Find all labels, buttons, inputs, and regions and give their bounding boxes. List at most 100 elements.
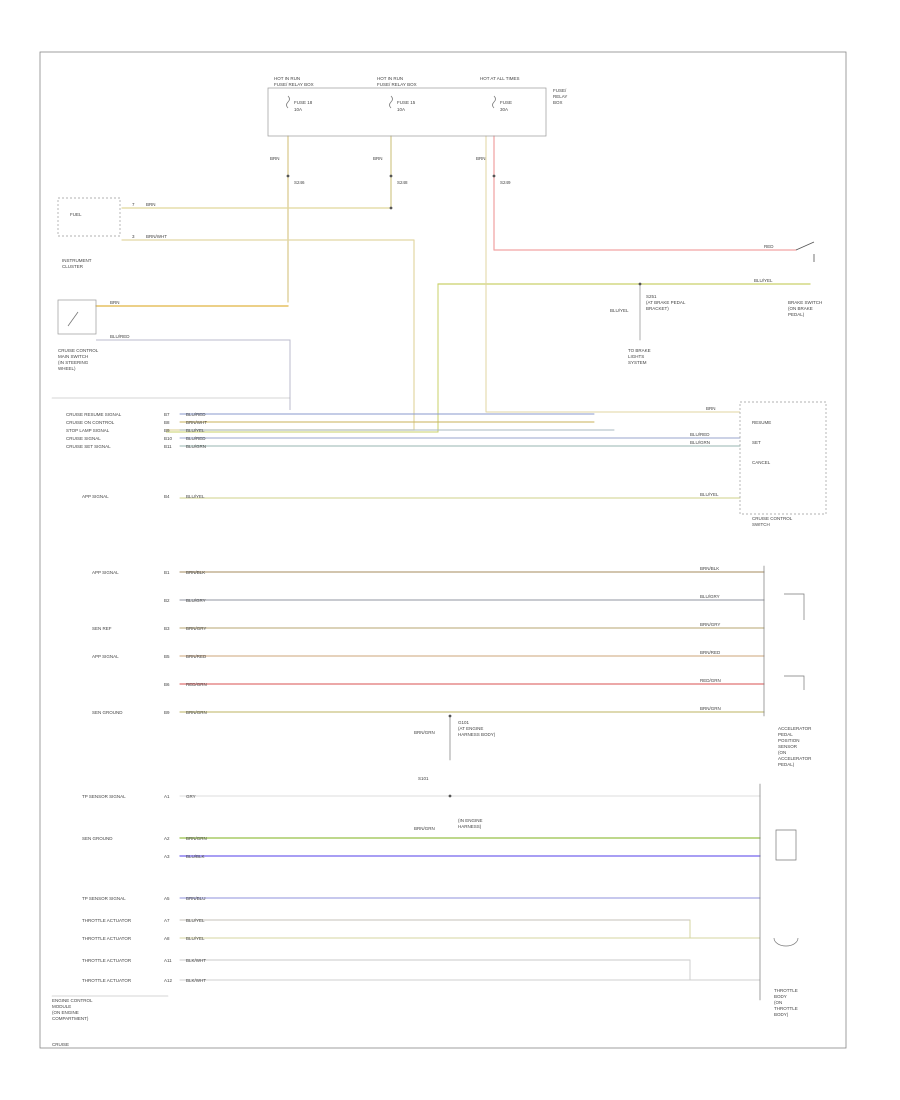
accel-sensor-label: PEDAL) bbox=[778, 762, 795, 767]
splice-note: BRACKET) bbox=[646, 306, 669, 311]
brake-switch-label: BRAKE SWITCH bbox=[788, 300, 822, 305]
wire-label: BRN/GRN bbox=[186, 836, 207, 841]
throttle-element-icon bbox=[773, 829, 799, 947]
cruise-main-switch-label: MAIN SWITCH bbox=[58, 354, 88, 359]
fuse-header: HOT AT ALL TIMES bbox=[480, 76, 520, 81]
fuse-relay-box bbox=[267, 87, 547, 137]
fuse-element-icon bbox=[286, 95, 290, 109]
cruise-input-label: CRUISE SIGNAL bbox=[66, 436, 101, 441]
instrument-cluster-gauge: FUEL bbox=[70, 212, 82, 217]
splice-note: HARNESS) bbox=[458, 824, 482, 829]
wire-label: BRN bbox=[146, 202, 156, 207]
wire-label: BLU/YEL bbox=[610, 308, 629, 313]
wire-label: BLU/YEL bbox=[186, 428, 205, 433]
wire-label: BRN/WHT bbox=[146, 234, 167, 239]
cruise-input-label: STOP LAMP SIGNAL bbox=[66, 428, 110, 433]
cruise-input-label: CRUISE RESUME SIGNAL bbox=[66, 412, 122, 417]
pin-label: B5 bbox=[164, 654, 170, 659]
throttle-body-label: THROTTLE bbox=[774, 1006, 798, 1011]
instrument-cluster-box bbox=[57, 197, 121, 237]
pin-label: B7 bbox=[164, 412, 170, 417]
splice-dot bbox=[448, 794, 452, 798]
wire-mainswitch-blured bbox=[96, 339, 291, 410]
ecm-label: COMPARTMENT) bbox=[52, 1016, 89, 1021]
cruise-main-switch-box bbox=[57, 299, 97, 335]
splice-dot bbox=[286, 174, 290, 178]
pin-label: A1 bbox=[164, 794, 170, 799]
cruise-input-label: CRUISE ON CONTROL bbox=[66, 420, 115, 425]
pin-label: A11 bbox=[164, 958, 172, 963]
pin-label: B6 bbox=[164, 682, 170, 687]
ground-note: (AT ENGINE bbox=[458, 726, 483, 731]
splice-dot bbox=[638, 282, 642, 286]
cruise-control-switch-label: SWITCH bbox=[752, 522, 770, 527]
ground-label: G101 bbox=[458, 720, 470, 725]
tp-row-label: SEN GROUND bbox=[82, 836, 113, 841]
fuse-rating: 30A bbox=[500, 107, 508, 112]
tp-row-label: THROTTLE ACTUATOR bbox=[82, 958, 132, 963]
splice-dot bbox=[389, 174, 393, 178]
accel-sensor-label: SENSOR bbox=[778, 744, 798, 749]
wire-actuator-plus bbox=[689, 920, 760, 939]
splice-dot bbox=[492, 174, 496, 178]
wire-label: BLU/YEL bbox=[186, 936, 205, 941]
accel-sensor-label: ACCELERATOR bbox=[778, 726, 812, 731]
wire-layer bbox=[51, 135, 811, 1001]
fuse-rating: FUSE 15 bbox=[397, 100, 416, 105]
pin-label: B1 bbox=[164, 570, 170, 575]
pin-label: A2 bbox=[164, 836, 170, 841]
wire-actuator-minus bbox=[689, 960, 760, 981]
pin-label: A3 bbox=[164, 854, 170, 859]
feed-wire-label: BRN bbox=[270, 156, 280, 161]
brake-switch-contact-icon bbox=[795, 241, 815, 262]
wire-label: BRN/BLU bbox=[186, 896, 206, 901]
splice-note: (AT BRAKE PEDAL bbox=[646, 300, 686, 305]
throttle-body-label: BODY) bbox=[774, 1012, 789, 1017]
wire-label: BRN/WHT bbox=[186, 420, 207, 425]
fuse-box-label: RELAY bbox=[553, 94, 567, 99]
cruise-switch-item: SET bbox=[752, 440, 761, 445]
pin-label: B9 bbox=[164, 710, 170, 715]
pin-label: 3 bbox=[132, 234, 135, 239]
wire-label: BRN bbox=[110, 300, 120, 305]
fuse-rating: FUSE 18 bbox=[294, 100, 313, 105]
fuse-rating: 10A bbox=[397, 107, 405, 112]
diagram-border bbox=[39, 51, 847, 1049]
ground-note: HARNESS BODY) bbox=[458, 732, 496, 737]
wire-label: BLU/GRN bbox=[186, 444, 206, 449]
splice-label: S251 bbox=[646, 294, 657, 299]
cruise-main-switch-label: WHEEL) bbox=[58, 366, 76, 371]
wire-label: BLU/RED bbox=[186, 436, 206, 441]
cruise-switch-item: RESUME bbox=[752, 420, 771, 425]
fuse-rating: 10A bbox=[294, 107, 302, 112]
fuse-location: FUSE/ RELAY BOX bbox=[377, 82, 417, 87]
throttle-body-label: BODY bbox=[774, 994, 787, 999]
fuse-header: HOT IN RUN bbox=[377, 76, 403, 81]
wire-label: BLU/RED bbox=[110, 334, 130, 339]
tp-row-label: TP SENSOR SIGNAL bbox=[82, 794, 126, 799]
tp-row-label: THROTTLE ACTUATOR bbox=[82, 978, 132, 983]
wire-label: BRN/BLK bbox=[186, 570, 205, 575]
component-layer bbox=[57, 87, 827, 947]
wire-label: BLK/WHT bbox=[186, 978, 206, 983]
wire-label: BLK/WHT bbox=[186, 958, 206, 963]
pin-label: A5 bbox=[164, 896, 170, 901]
wire-label: BRN/BLK bbox=[700, 566, 719, 571]
wire-label: BRN/RED bbox=[186, 654, 207, 659]
wire-label: BRN/GRY bbox=[186, 626, 206, 631]
ecm-label: MODULE bbox=[52, 1004, 71, 1009]
accel-row-label: SEN REF bbox=[92, 626, 112, 631]
wire-label: BRN/GRY bbox=[700, 622, 720, 627]
accel-row-label: SEN GROUND bbox=[92, 710, 123, 715]
sheet-label: CRUISE bbox=[52, 1042, 69, 1047]
cruise-switch-item: CANCEL bbox=[752, 460, 771, 465]
wire-label: RED bbox=[764, 244, 774, 249]
pin-label: B3 bbox=[164, 626, 170, 631]
splice-label: S248 bbox=[397, 180, 408, 185]
fuse-header: HOT IN RUN bbox=[274, 76, 300, 81]
instrument-cluster-label: INSTRUMENT bbox=[62, 258, 92, 263]
wire-label: BLU/GRN bbox=[690, 440, 710, 445]
brake-switch-label: PEDAL) bbox=[788, 312, 805, 317]
